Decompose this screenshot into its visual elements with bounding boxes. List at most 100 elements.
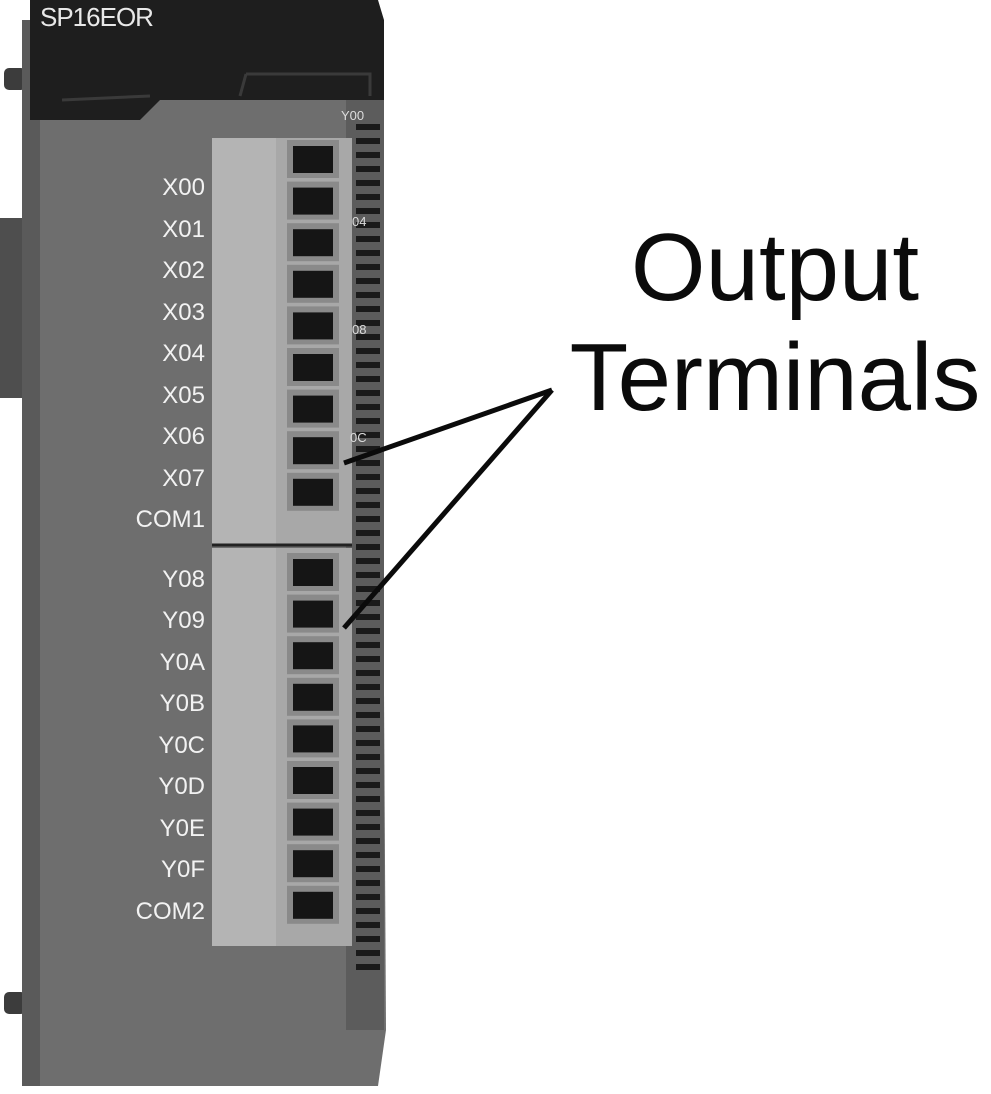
indicator-slot (356, 306, 380, 312)
indicator-slot (356, 712, 380, 718)
terminal-hole (293, 808, 333, 836)
indicator-slot (356, 880, 380, 886)
indicator-slot (356, 642, 380, 648)
terminal-hole (293, 600, 333, 628)
indicator-slot (356, 656, 380, 662)
terminal-hole (293, 354, 333, 381)
callout-title-line-1: Output (630, 214, 920, 321)
indicator-slot (356, 194, 380, 200)
terminal-label: Y09 (162, 607, 205, 634)
indicator-slot (356, 124, 380, 130)
terminal-label: X02 (162, 257, 205, 284)
terminal-hole (293, 683, 333, 711)
callout-title-line-2: Terminals (569, 324, 981, 431)
callout-leader-line-lower (342, 388, 554, 630)
mounting-clip-top (4, 68, 26, 90)
callout-leader-line-upper (343, 387, 553, 466)
indicator-slot (356, 166, 380, 172)
terminal-hole (293, 312, 333, 340)
terminal-label: COM2 (135, 898, 205, 925)
indicator-slots (356, 124, 380, 970)
terminal-hole (293, 187, 333, 215)
indicator-slot (356, 684, 380, 690)
terminal-hole (293, 146, 333, 173)
indicator-slot (356, 348, 380, 354)
indicator-slot (356, 320, 380, 326)
indicator-slot (356, 516, 380, 522)
terminal-hole (293, 891, 333, 919)
indicator-slot (356, 894, 380, 900)
indicator-slot (356, 740, 380, 746)
indicator-slot (356, 180, 380, 186)
indicator-slot (356, 796, 380, 802)
indicator-slot (356, 964, 380, 970)
indicator-slot (356, 530, 380, 536)
indicator-slot (356, 152, 380, 158)
indicator-slot (356, 404, 380, 410)
indicator-slot (356, 446, 380, 452)
terminal-hole (293, 725, 333, 753)
indicator-slot (356, 460, 380, 466)
indicator-slot (356, 628, 380, 634)
indicator-slot (356, 222, 380, 228)
terminal-label: X03 (162, 299, 205, 326)
indicator-slot (356, 824, 380, 830)
terminal-label: Y0D (158, 773, 205, 800)
indicator-slot (356, 614, 380, 620)
indicator-slot (356, 866, 380, 872)
indicator-slot (356, 362, 380, 368)
indicator-slot (356, 390, 380, 396)
terminal-hole (293, 850, 333, 878)
side-marker: 08 (352, 322, 367, 337)
indicator-slot (356, 908, 380, 914)
indicator-slot (356, 936, 380, 942)
terminal-label: Y0E (159, 815, 205, 842)
indicator-slot (356, 782, 380, 788)
indicator-slot (356, 698, 380, 704)
indicator-slot (356, 432, 380, 438)
terminal-hole (293, 559, 333, 586)
terminal-hole (293, 270, 333, 298)
terminal-label: Y0B (159, 690, 205, 717)
indicator-slot (356, 922, 380, 928)
terminal-label: COM1 (135, 506, 205, 533)
terminal-label: X07 (162, 465, 205, 492)
terminal-hole (293, 767, 333, 794)
terminal-label: X05 (162, 382, 205, 409)
indicator-slot (356, 754, 380, 760)
terminal-label: Y0A (159, 649, 205, 676)
indicator-slot (356, 726, 380, 732)
terminal-label: X04 (162, 340, 205, 367)
terminal-hole (293, 395, 333, 423)
indicator-slot (356, 138, 380, 144)
terminal-hole (293, 642, 333, 670)
indicator-slot (356, 810, 380, 816)
terminal-label: X00 (162, 174, 205, 201)
indicator-slot (356, 502, 380, 508)
indicator-slot (356, 488, 380, 494)
terminal-label: Y08 (162, 566, 205, 593)
terminal-hole (293, 478, 333, 506)
terminal-holes (287, 140, 339, 924)
indicator-slot (356, 376, 380, 382)
indicator-slot (356, 950, 380, 956)
indicator-slot (356, 768, 380, 774)
indicator-slot (356, 586, 380, 592)
indicator-slot (356, 292, 380, 298)
indicator-slot (356, 852, 380, 858)
indicator-slot (356, 572, 380, 578)
side-marker: 0C (350, 430, 367, 445)
indicator-slot (356, 838, 380, 844)
indicator-slot (356, 250, 380, 256)
side-marker: 04 (352, 214, 367, 229)
indicator-slot (356, 544, 380, 550)
terminal-label: X01 (162, 216, 205, 243)
terminal-label: Y0F (160, 856, 205, 883)
indicator-slot (356, 264, 380, 270)
module-top-cap (30, 0, 384, 120)
indicator-slot (356, 208, 380, 214)
indicator-slot (356, 558, 380, 564)
indicator-slot (356, 474, 380, 480)
